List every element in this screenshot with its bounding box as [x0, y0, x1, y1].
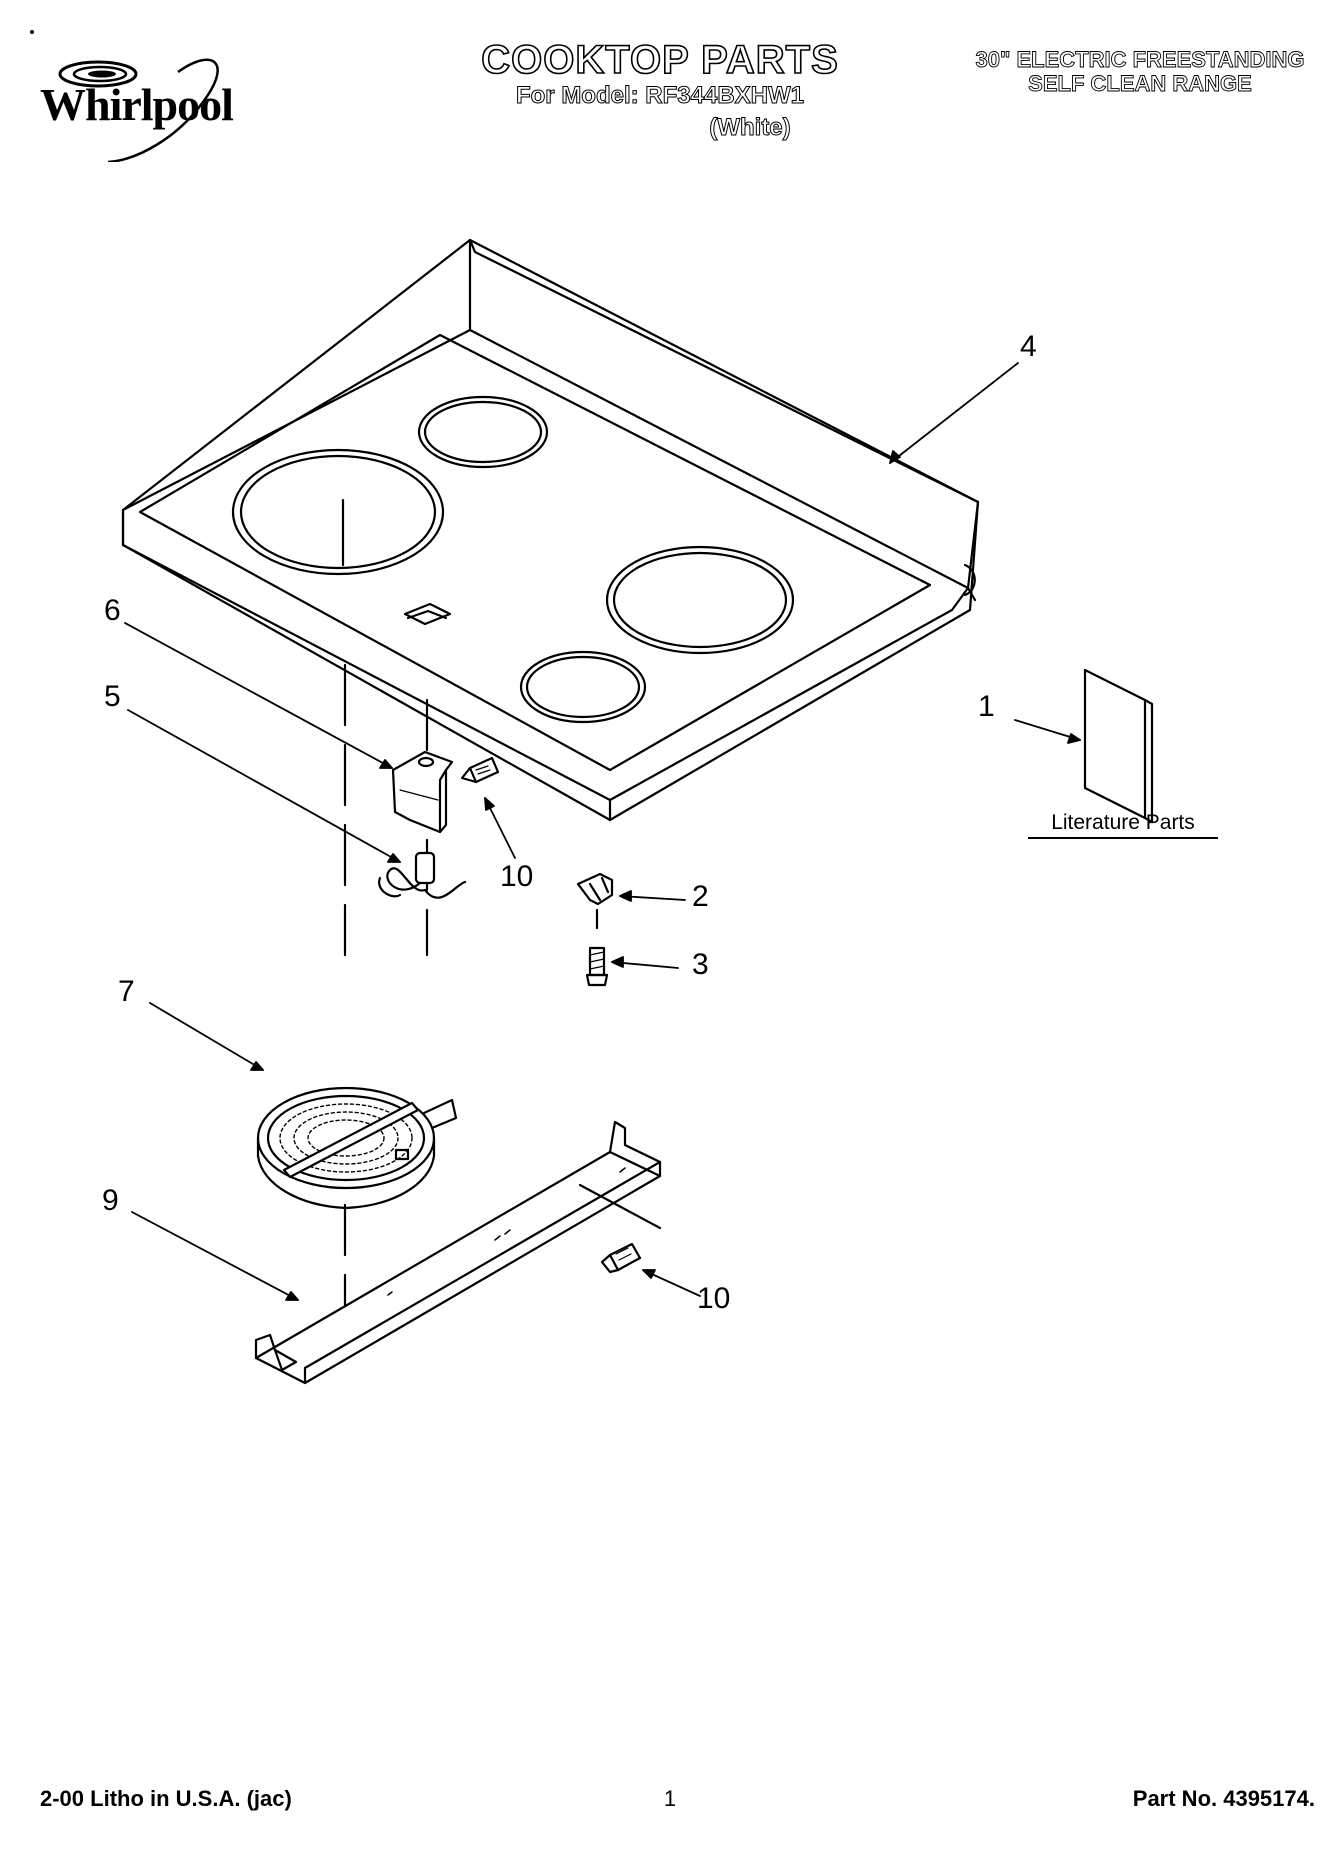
callout-5: 5: [104, 680, 121, 713]
page-number: 1: [663, 1786, 677, 1811]
callout-3: 3: [692, 948, 709, 981]
callout-9: 9: [102, 1184, 119, 1217]
range-line-1: 30" ELECTRIC FREESTANDING: [975, 47, 1305, 72]
callout-7: 7: [118, 975, 135, 1008]
callout-1: 1: [978, 690, 995, 723]
brand-wordmark: Whirlpool: [40, 79, 234, 130]
support-bar-part-9: [254, 1120, 662, 1385]
literature-parts-label: Literature Parts: [1028, 811, 1218, 839]
cooktop-glass-top: [121, 238, 980, 822]
range-description: 30" ELECTRIC FREESTANDING SELF CLEAN RAN…: [950, 47, 1330, 96]
screw-part-10-upper: [460, 756, 500, 784]
callout-6: 6: [104, 594, 121, 627]
range-line-2: SELF CLEAN RANGE: [1028, 71, 1253, 96]
sensor-part-5: [378, 851, 467, 899]
screw-part-3: [585, 946, 609, 987]
heating-element-part-7: [256, 1086, 458, 1210]
corner-mark: [30, 30, 34, 34]
bracket-part-6: [391, 750, 454, 834]
page-title: COOKTOP PARTS: [480, 37, 839, 83]
callout-10-upper: 10: [500, 860, 534, 893]
callout-10-lower: 10: [697, 1282, 731, 1315]
footer-litho: 2-00 Litho in U.S.A. (jac): [40, 1786, 292, 1811]
leader-lines: [124, 362, 1081, 1301]
clip-part-2: [576, 872, 614, 906]
part-number: Part No. 4395174.: [1132, 1786, 1315, 1811]
color-variant: (White): [709, 114, 791, 142]
model-number: For Model: RF344BXHW1: [515, 82, 805, 110]
callout-4: 4: [1020, 330, 1037, 363]
screw-part-10-lower: [600, 1242, 642, 1274]
whirlpool-logo: [58, 58, 219, 162]
literature-part-1: [1083, 668, 1154, 824]
callout-2: 2: [692, 880, 709, 913]
